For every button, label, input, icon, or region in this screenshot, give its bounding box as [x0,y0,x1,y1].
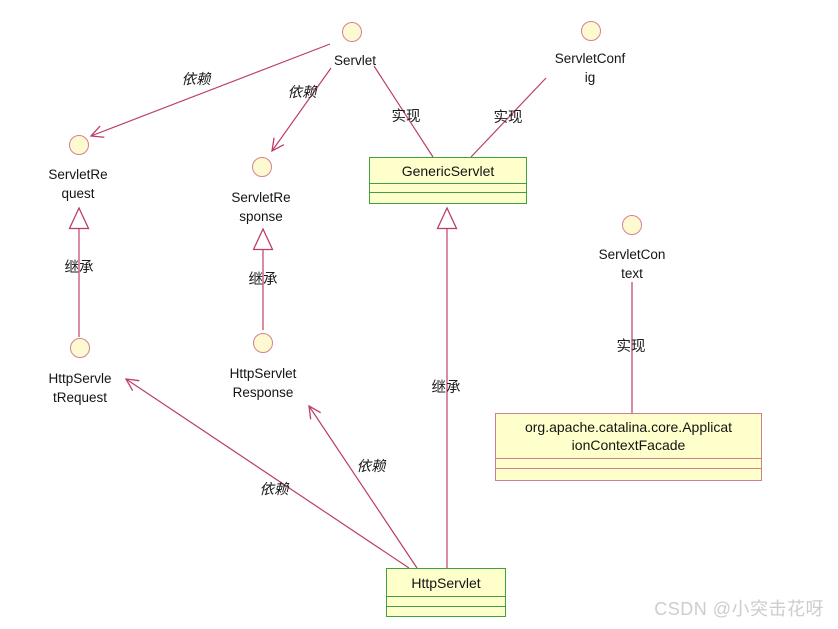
interface-label-httpservletresponse: HttpServlet Response [229,366,297,400]
edge-label-realization-servletcontext: 实现 [616,339,646,355]
attributes-compartment [387,596,505,606]
edge-label-dependency-httpservlet-httpservletrequest: 依赖 [259,482,289,498]
class-title: HttpServlet [411,574,481,591]
csdn-watermark: CSDN @小突击花呀 [654,599,824,619]
edge-servletconfig-genericservlet [470,77,547,158]
edge-servlet-servletresponse [271,67,332,153]
class-httpservlet[interactable]: HttpServlet [386,568,506,617]
interface-label-servletconfig: ServletConf ig [554,51,626,85]
class-genericservlet[interactable]: GenericServlet [369,157,527,204]
edge-label-dependency-servlet-servletresponse: 依赖 [287,85,317,101]
edge-servlet-servletrequest [89,43,331,138]
interface-label-servletrequest: ServletRe quest [48,167,108,201]
interface-label-servlet: Servlet [333,53,377,68]
interface-icon-servletcontext[interactable] [622,215,642,235]
class-title: GenericServlet [401,162,495,179]
edge-label-extends-httpservlet: 继承 [431,380,461,396]
interface-icon-servletconfig[interactable] [581,21,601,41]
interface-label-servletcontext: ServletCon text [598,247,666,281]
methods-compartment [496,468,761,480]
edge-label-extends-httpservletresponse: 继承 [248,272,278,288]
class-applicationcontextfacade[interactable]: org.apache.catalina.core.Applicat ionCon… [495,413,762,481]
methods-compartment [387,606,505,616]
attributes-compartment [496,458,761,468]
edge-label-realization-servletconfig: 实现 [493,110,523,126]
edge-httpservlet-httpservletresponse [308,404,418,569]
edge-label-dependency-servlet-servletrequest: 依赖 [181,72,211,88]
methods-compartment [370,192,526,203]
attributes-compartment [370,183,526,192]
interface-label-servletresponse: ServletRe sponse [231,190,291,224]
edge-label-extends-httpservletrequest: 继承 [64,260,94,276]
interface-icon-httpservletresponse[interactable] [253,333,273,353]
interface-icon-servlet[interactable] [342,22,362,42]
edge-servlet-genericservlet [373,65,434,158]
interface-label-httpservletrequest: HttpServle tRequest [48,371,112,405]
interface-icon-httpservletrequest[interactable] [70,338,90,358]
edge-label-dependency-httpservlet-httpservletresponse: 依赖 [356,459,386,475]
class-title: org.apache.catalina.core.Applicat ionCon… [524,419,733,453]
edge-httpservlet-httpservletrequest [124,378,410,569]
edge-label-realization-servlet: 实现 [391,109,421,125]
interface-icon-servletrequest[interactable] [69,135,89,155]
interface-icon-servletresponse[interactable] [252,157,272,177]
